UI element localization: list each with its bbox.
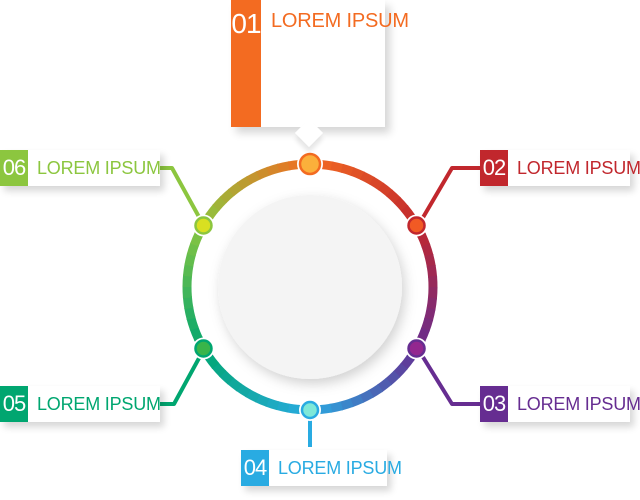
ring-segment bbox=[211, 362, 227, 378]
step-04-number: 04 bbox=[241, 450, 269, 486]
step-05-label: LOREM IPSUM bbox=[37, 394, 161, 414]
ring-segment bbox=[399, 354, 415, 370]
ring-segment bbox=[417, 233, 431, 248]
ring-segment bbox=[204, 353, 220, 369]
ring-segment bbox=[385, 370, 401, 386]
step-05-number: 05 bbox=[0, 386, 28, 422]
ring-segment bbox=[254, 393, 270, 407]
ring-segment bbox=[319, 403, 333, 415]
step-02-number: 02 bbox=[480, 150, 508, 186]
ring-segment bbox=[186, 242, 200, 257]
ring-segment bbox=[427, 286, 438, 300]
step-04-label: LOREM IPSUM bbox=[278, 458, 402, 478]
ring-segment bbox=[184, 306, 196, 320]
node-06 bbox=[194, 216, 213, 235]
connector-02 bbox=[416, 166, 480, 228]
ring-segment bbox=[358, 389, 374, 404]
ring-segment bbox=[368, 384, 384, 399]
ring-segment bbox=[189, 326, 203, 341]
ring-segment bbox=[219, 188, 235, 204]
ring-segment bbox=[426, 264, 438, 278]
step-04-card: 04 LOREM IPSUM bbox=[241, 450, 402, 486]
ring-segment bbox=[212, 195, 228, 211]
ring-segment bbox=[393, 196, 409, 212]
step-03-label: LOREM IPSUM bbox=[517, 394, 640, 414]
ring-segment bbox=[421, 243, 434, 258]
step-01-number: 01 bbox=[231, 0, 262, 127]
ring-segment bbox=[339, 398, 354, 411]
ring-segment bbox=[246, 170, 262, 185]
ring-segment bbox=[275, 401, 290, 413]
ring-segment bbox=[236, 175, 252, 190]
ring-segment bbox=[245, 388, 260, 403]
ring-segment bbox=[218, 369, 234, 385]
ring-segment bbox=[265, 397, 280, 411]
connector-03 bbox=[416, 347, 480, 406]
step-06-card: 06 LOREM IPSUM bbox=[0, 150, 161, 186]
ring-segment bbox=[349, 394, 364, 408]
ring-segment bbox=[182, 263, 194, 277]
step-02-label: LOREM IPSUM bbox=[517, 158, 640, 178]
ring-segment bbox=[184, 252, 196, 267]
ring-segment bbox=[416, 327, 430, 343]
ring-segment bbox=[330, 161, 345, 173]
connector-06 bbox=[160, 166, 206, 227]
ring-segment bbox=[340, 163, 355, 177]
ring-nodes bbox=[192, 151, 428, 421]
step-06-label: LOREM IPSUM bbox=[37, 158, 161, 178]
step-05-card: 05 LOREM IPSUM bbox=[0, 386, 161, 422]
ring-segment bbox=[426, 297, 438, 311]
ring-segment bbox=[392, 363, 408, 379]
ring-segment bbox=[329, 401, 343, 413]
ring-segment bbox=[420, 317, 434, 332]
node-02 bbox=[407, 216, 426, 235]
ring-segment bbox=[386, 189, 402, 205]
node-03 bbox=[407, 339, 426, 358]
ring-segment bbox=[266, 163, 281, 176]
ring-segment bbox=[182, 274, 193, 288]
ring-segment bbox=[286, 403, 300, 415]
ring-segment bbox=[277, 161, 291, 173]
ring-segment bbox=[182, 296, 194, 310]
ring-segment bbox=[360, 171, 375, 186]
node-01 bbox=[298, 152, 322, 176]
ring-segment bbox=[186, 316, 199, 331]
ring-segment bbox=[190, 231, 204, 247]
step-02-card: 02 LOREM IPSUM bbox=[480, 150, 640, 186]
ring-segment bbox=[227, 376, 243, 392]
connector-05 bbox=[160, 348, 206, 406]
center-circle bbox=[218, 195, 402, 379]
ring-segment bbox=[369, 176, 385, 191]
ring-segment bbox=[400, 205, 416, 221]
step-03-card: 03 LOREM IPSUM bbox=[480, 386, 640, 422]
ring-segment bbox=[377, 182, 393, 198]
ring-segment bbox=[205, 204, 221, 220]
step-01-label: LOREM IPSUM bbox=[271, 10, 409, 32]
step-06-number: 06 bbox=[0, 150, 28, 186]
ring-segment bbox=[424, 307, 436, 322]
step-01-callout: 01 LOREM IPSUM bbox=[231, 0, 409, 148]
node-04 bbox=[300, 400, 320, 420]
ring-segment bbox=[424, 254, 436, 268]
step-03-number: 03 bbox=[480, 386, 508, 422]
ring-segment bbox=[235, 383, 251, 398]
ring-segment bbox=[350, 167, 366, 181]
ring-segment bbox=[228, 181, 244, 197]
ring-segment bbox=[256, 166, 271, 180]
ring-segment bbox=[376, 377, 392, 393]
node-05 bbox=[194, 339, 213, 358]
